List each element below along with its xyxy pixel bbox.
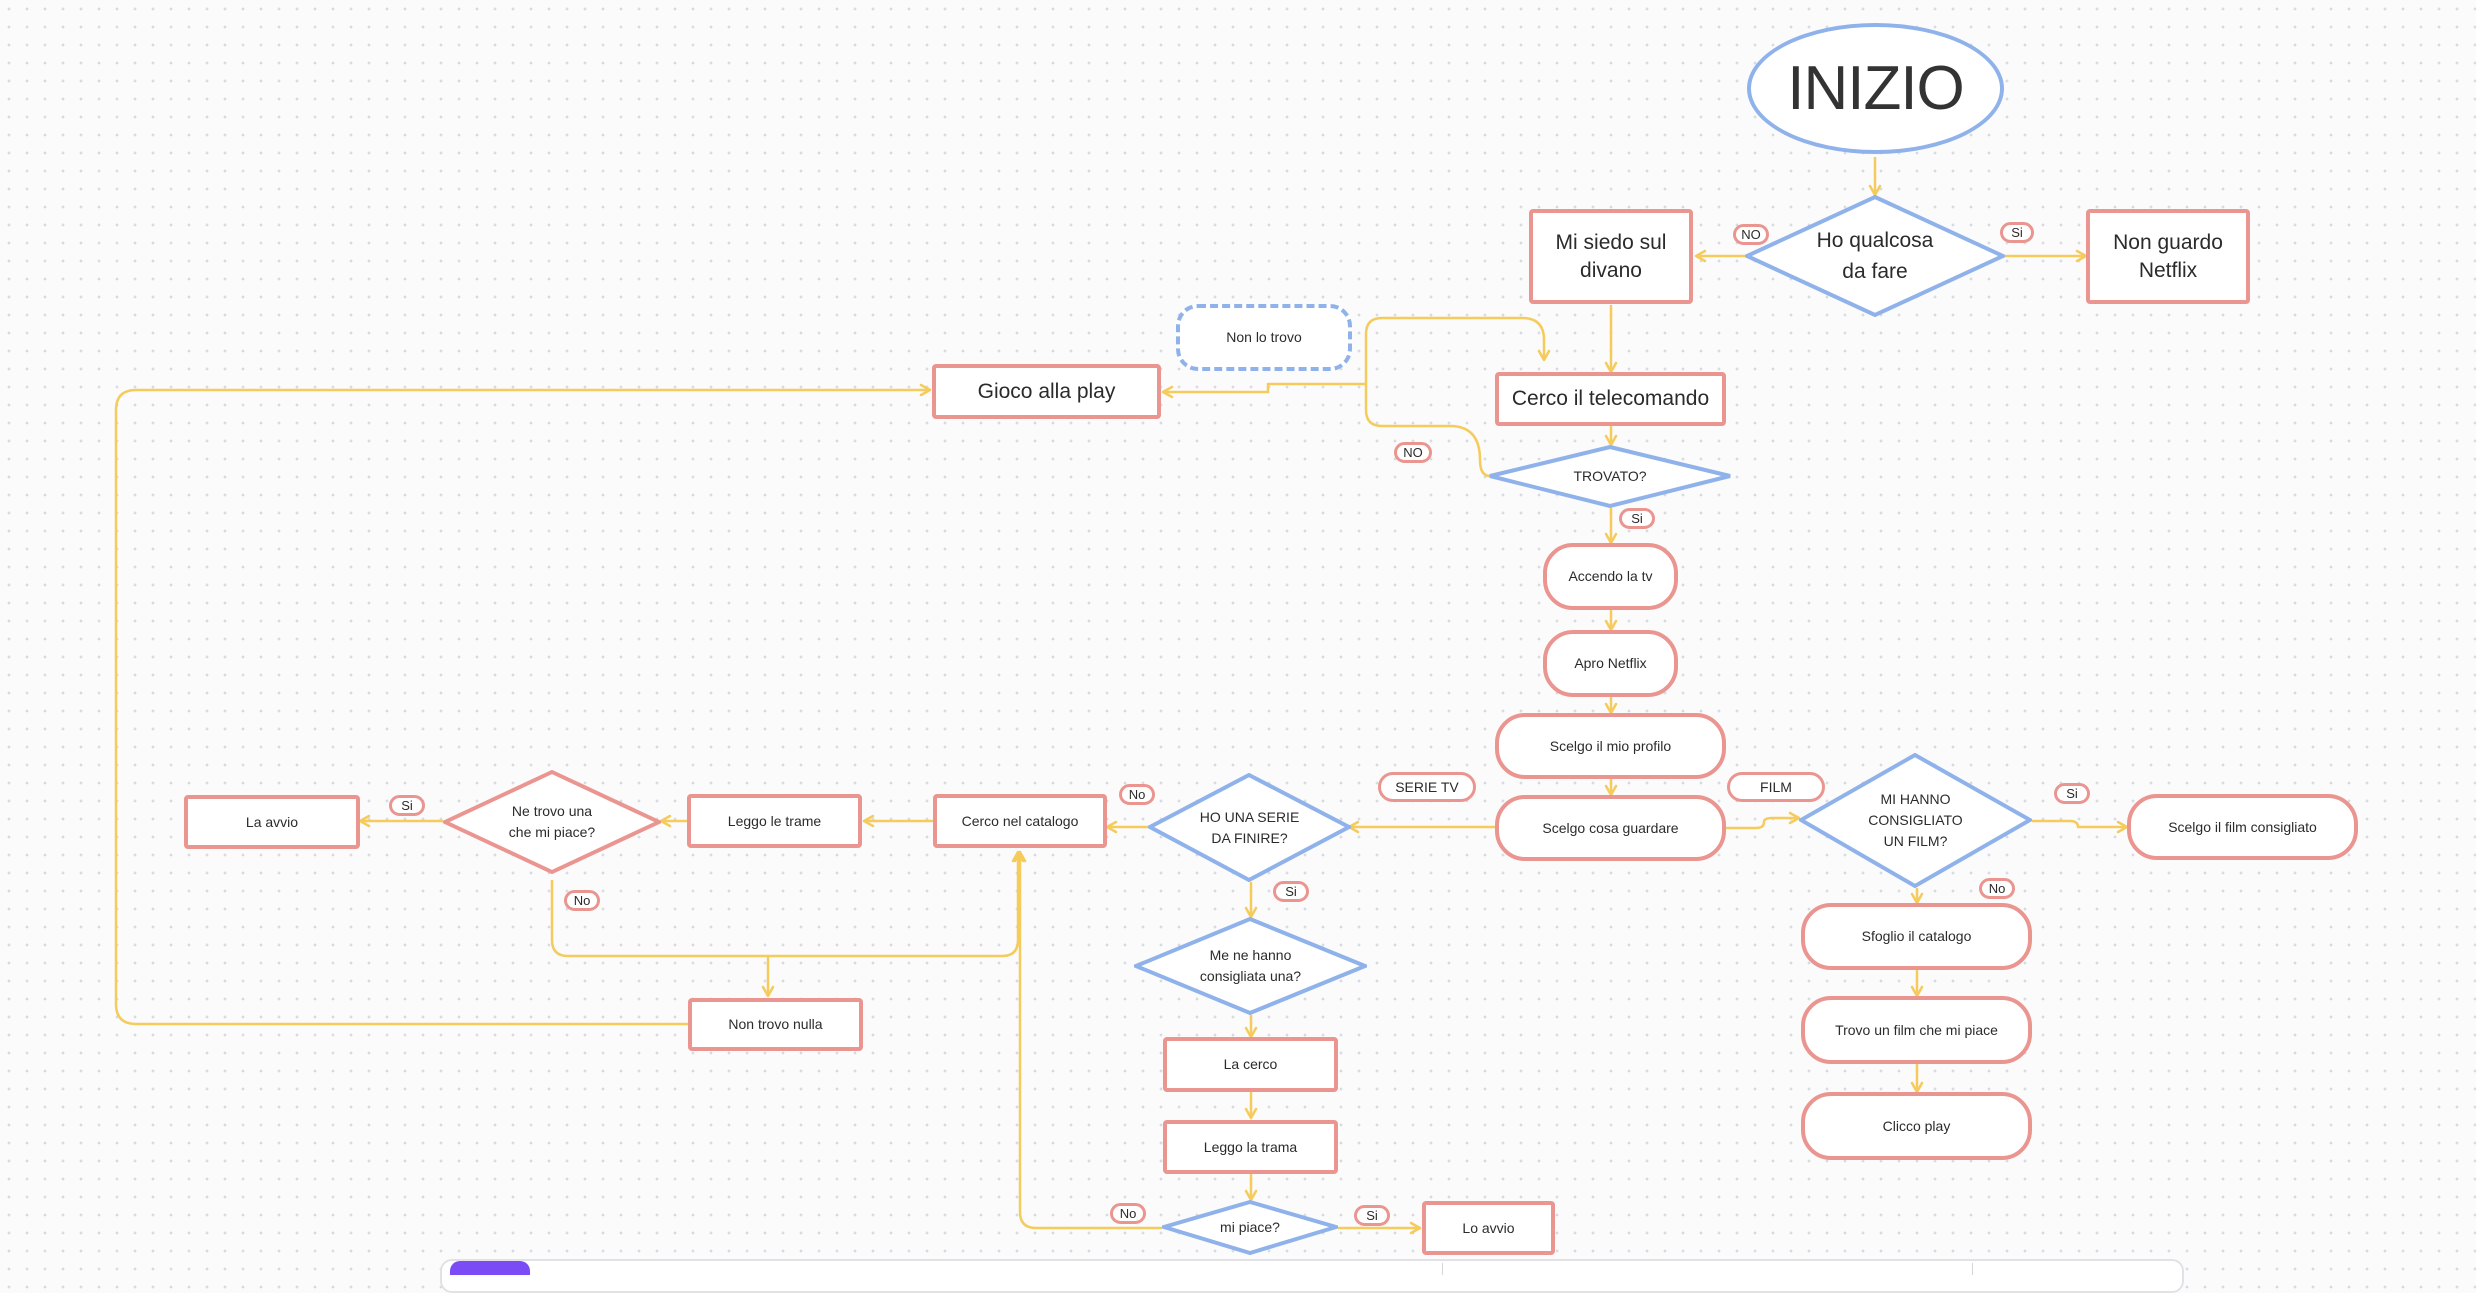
- tag-no-mi-hanno: No: [1979, 878, 2015, 899]
- box-clicco-play[interactable]: Clicco play: [1801, 1092, 2032, 1160]
- conn-mihanno-scelgofilm: [2032, 819, 2129, 834]
- decision-me-ne-hanno[interactable]: Me ne hanno consigliata una?: [1134, 917, 1367, 1015]
- decision-mi-piace-label: mi piace?: [1220, 1219, 1280, 1235]
- box-lo-avvio[interactable]: Lo avvio: [1422, 1201, 1555, 1255]
- tag-no-trovato: NO: [1394, 442, 1432, 463]
- box-la-avvio[interactable]: La avvio: [184, 795, 360, 849]
- tag-si-ne-trovo: Si: [389, 795, 425, 816]
- tag-no-mi-piace: No: [1110, 1203, 1146, 1224]
- tag-si-mi-hanno: Si: [2054, 783, 2090, 804]
- decision-mi-hanno-label: MI HANNO CONSIGLIATO UN FILM?: [1868, 791, 1963, 849]
- decision-ne-trovo-label: Ne trovo una che mi piace?: [508, 803, 596, 840]
- tag-serie-tv: SERIE TV: [1378, 772, 1476, 802]
- box-non-lo-trovo[interactable]: Non lo trovo: [1176, 304, 1352, 371]
- box-trovo-film[interactable]: Trovo un film che mi piace: [1801, 996, 2032, 1064]
- decision-mi-piace[interactable]: mi piace?: [1162, 1200, 1338, 1255]
- tag-si-mi-piace: Si: [1354, 1205, 1390, 1226]
- box-cerco-telecomando[interactable]: Cerco il telecomando: [1495, 372, 1726, 426]
- tag-no-ho-qualcosa: NO: [1733, 224, 1769, 245]
- tag-si-trovato: Si: [1619, 508, 1655, 529]
- toolbar-divider: [1972, 1263, 1973, 1275]
- toolbar-divider: [1442, 1263, 1443, 1275]
- box-leggo-le-trame[interactable]: Leggo le trame: [687, 794, 862, 848]
- decision-ne-trovo-una[interactable]: Ne trovo una che mi piace?: [443, 770, 661, 874]
- conn-nonlotrovo-gioco: [1161, 382, 1366, 399]
- decision-mi-hanno-consigliato[interactable]: MI HANNO CONSIGLIATO UN FILM?: [1799, 753, 2032, 888]
- tag-si-serie: Si: [1273, 881, 1309, 902]
- conn-trovato-no-loop: [1364, 316, 1551, 478]
- box-scelgo-profilo[interactable]: Scelgo il mio profilo: [1495, 713, 1726, 779]
- tag-film: FILM: [1727, 772, 1825, 802]
- decision-ho-qualcosa[interactable]: Ho qualcosa da fare: [1745, 195, 2005, 317]
- box-gioco-alla-play[interactable]: Gioco alla play: [932, 364, 1161, 419]
- box-accendo-tv[interactable]: Accendo la tv: [1543, 543, 1678, 610]
- conn-netrovo-no: [550, 850, 1025, 958]
- tag-no-ne-trovo: No: [564, 890, 600, 911]
- box-scelgo-cosa-guardare[interactable]: Scelgo cosa guardare: [1495, 795, 1726, 861]
- decision-ho-qualcosa-label: Ho qualcosa da fare: [1816, 228, 1934, 284]
- decision-ho-una-serie-label: HO UNA SERIE DA FINIRE?: [1199, 808, 1300, 846]
- start-node-inizio[interactable]: INIZIO: [1747, 23, 2004, 154]
- tag-no-serie: No: [1119, 784, 1155, 805]
- toolbar-accent-button[interactable]: [450, 1261, 530, 1275]
- bottom-toolbar[interactable]: [440, 1259, 2184, 1293]
- box-non-guardo-netflix[interactable]: Non guardo Netflix: [2086, 209, 2250, 304]
- conn-guardare-mihanno: [1726, 811, 1801, 830]
- box-leggo-la-trama[interactable]: Leggo la trama: [1163, 1120, 1338, 1174]
- box-scelgo-film-consigliato[interactable]: Scelgo il film consigliato: [2127, 794, 2358, 860]
- box-sfoglio-catalogo[interactable]: Sfoglio il catalogo: [1801, 903, 2032, 970]
- decision-me-ne-hanno-label: Me ne hanno consigliata una?: [1199, 947, 1302, 984]
- box-la-cerco[interactable]: La cerco: [1163, 1037, 1338, 1092]
- conn-mipiace-catalogo: [1013, 850, 1162, 1230]
- conn-nontrovo-gioco: [114, 383, 932, 1026]
- tag-si-ho-qualcosa: Si: [2000, 222, 2034, 243]
- decision-ho-una-serie[interactable]: HO UNA SERIE DA FINIRE?: [1148, 773, 1351, 882]
- box-non-trovo-nulla[interactable]: Non trovo nulla: [688, 998, 863, 1051]
- box-cerco-nel-catalogo[interactable]: Cerco nel catalogo: [933, 794, 1107, 848]
- decision-trovato[interactable]: TROVATO?: [1488, 445, 1732, 508]
- box-mi-siedo[interactable]: Mi siedo sul divano: [1529, 209, 1693, 304]
- box-apro-netflix[interactable]: Apro Netflix: [1543, 630, 1678, 697]
- decision-trovato-label: TROVATO?: [1573, 468, 1647, 484]
